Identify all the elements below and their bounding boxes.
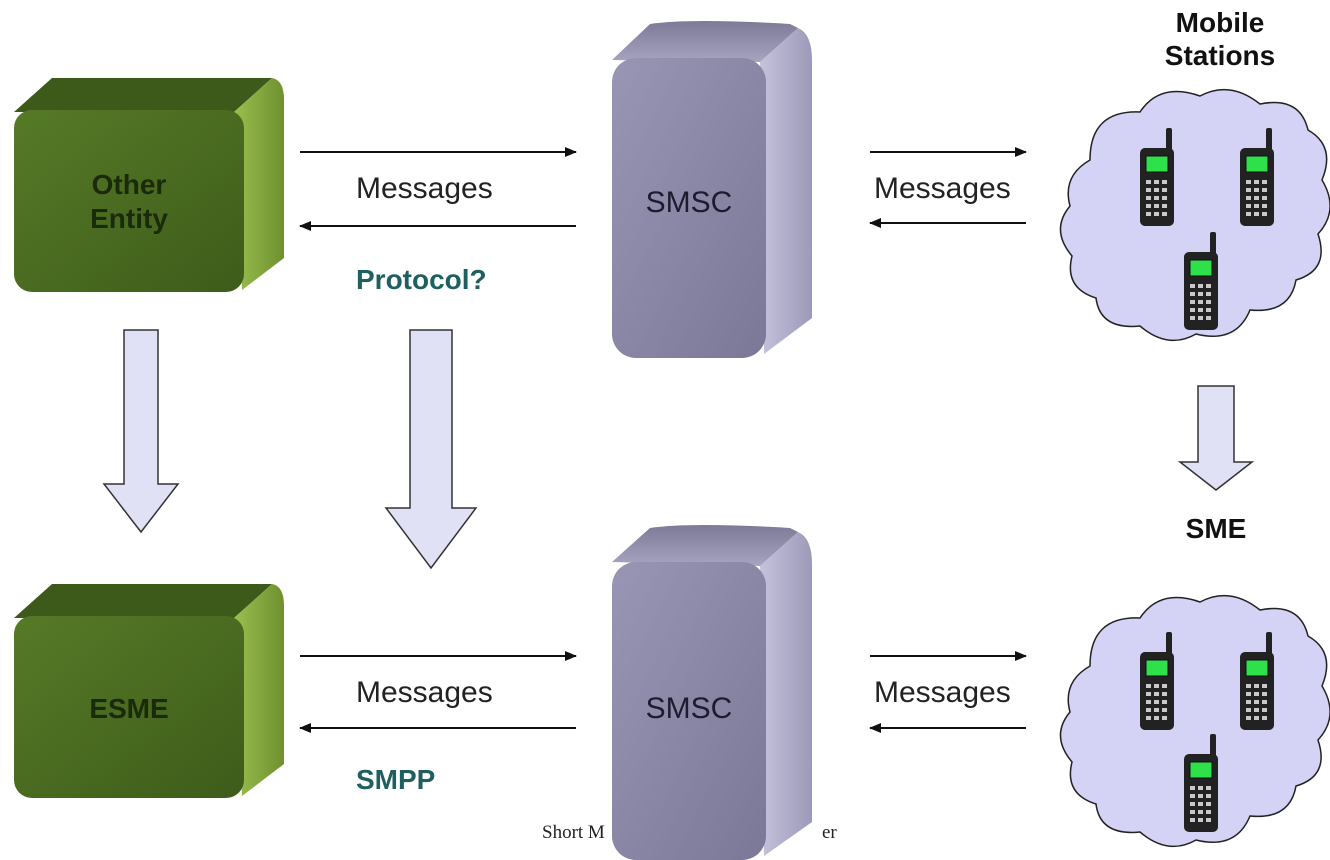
caption-fragment-left: Short M <box>542 822 605 843</box>
mobile-stations-cloud <box>1059 88 1330 342</box>
messages-top-right-label: Messages <box>874 172 1011 205</box>
other-entity-label: Other Entity <box>90 169 168 234</box>
smsc-top-label: SMSC <box>645 186 733 219</box>
mobile-stations-label: Mobile Stations <box>1164 7 1276 71</box>
messages-bottom-right-label: Messages <box>874 676 1011 709</box>
stations-to-sme-arrow <box>1177 385 1255 491</box>
esme-box <box>14 584 284 798</box>
top-right-arrows <box>869 147 1027 228</box>
caption-fragment-right: er <box>822 822 837 843</box>
messages-bottom-left-label: Messages <box>356 676 493 709</box>
bottom-left-arrows <box>299 651 577 733</box>
smsc-bottom-box <box>612 525 812 860</box>
sme-cloud <box>1059 594 1330 848</box>
esme-label: ESME <box>89 693 169 724</box>
entity-to-esme-arrow <box>102 329 180 534</box>
bottom-right-arrows <box>869 651 1027 733</box>
protocol-question-label: Protocol? <box>356 264 487 295</box>
messages-top-left-label: Messages <box>356 172 493 205</box>
top-left-arrows <box>299 147 577 231</box>
other-entity-box <box>14 78 284 292</box>
smsc-bottom-label: SMSC <box>645 692 733 725</box>
protocol-to-smpp-arrow <box>384 329 478 570</box>
smpp-label: SMPP <box>356 764 436 795</box>
smsc-top-box <box>612 21 812 358</box>
sme-label: SME <box>1185 513 1247 544</box>
